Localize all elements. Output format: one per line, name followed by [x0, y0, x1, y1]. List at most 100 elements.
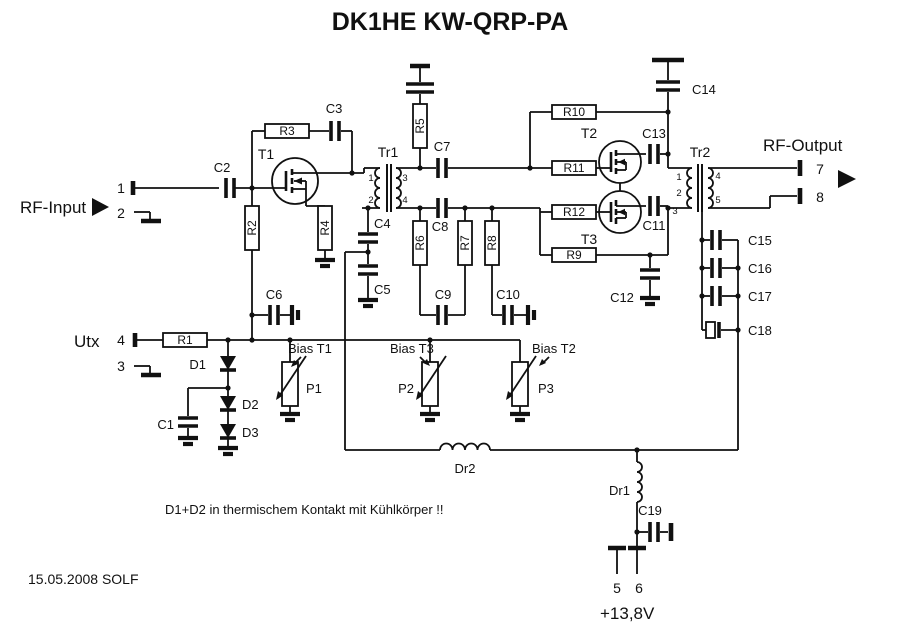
bias-t2-label: Bias T2 — [532, 341, 576, 356]
label-Dr2: Dr2 — [455, 461, 476, 476]
terminal-3-label: 3 — [117, 358, 125, 374]
label-C16: C16 — [748, 261, 772, 276]
potentiometer-P1 — [276, 355, 307, 407]
resistor-R9: R9 — [551, 247, 597, 263]
resistor-R6: R6 — [412, 220, 428, 266]
label-P3: P3 — [538, 381, 554, 396]
terminal-5-label: 5 — [613, 580, 621, 596]
capacitor-C13 — [648, 144, 660, 164]
rf-input-label: RF-Input — [20, 198, 86, 217]
ground-C5 — [358, 297, 378, 309]
potentiometer-P3 — [506, 355, 537, 407]
label-C13: C13 — [642, 126, 666, 141]
label-R10: R10 — [563, 105, 585, 119]
terminal-7-label: 7 — [816, 161, 824, 177]
label-D1: D1 — [189, 357, 206, 372]
capacitor-C8 — [436, 198, 448, 218]
ground-C10 — [525, 305, 537, 325]
label-R4: R4 — [318, 220, 332, 236]
tr1-pin-4: 4 — [402, 195, 407, 206]
capacitors — [178, 57, 722, 542]
label-C15: C15 — [748, 233, 772, 248]
tr1-pin-1: 1 — [368, 173, 373, 184]
resistor-R2: R2 — [244, 205, 260, 251]
label-Dr1: Dr1 — [609, 483, 630, 498]
label-C4: C4 — [374, 216, 391, 231]
resistor-R4: R4 — [317, 205, 333, 251]
tr2-pin-2: 2 — [676, 188, 681, 199]
label-D2: D2 — [242, 397, 259, 412]
label-C2: C2 — [214, 160, 231, 175]
ground-P3 — [510, 411, 530, 423]
resistor-R11: R11 — [551, 160, 597, 176]
date-stamp: 15.05.2008 SOLF — [28, 571, 139, 587]
ground-symbols — [178, 257, 660, 457]
utx-label: Utx — [74, 332, 100, 351]
transistor-internals — [284, 150, 625, 224]
page-title: DK1HE KW-QRP-PA — [332, 8, 569, 36]
resistor-R8: R8 — [484, 220, 500, 266]
label-C12: C12 — [610, 290, 634, 305]
label-C1: C1 — [157, 417, 174, 432]
tr1-pin-3: 3 — [402, 173, 407, 184]
t2-body-arrow-icon — [618, 158, 625, 166]
wire-segments — [134, 60, 797, 574]
label-C14: C14 — [692, 82, 716, 97]
label-T3: T3 — [581, 231, 598, 247]
terminal-6-label: 6 — [635, 580, 643, 596]
diode-D2 — [220, 396, 236, 412]
diode-D3 — [220, 424, 236, 440]
label-T2: T2 — [581, 125, 598, 141]
label-R6: R6 — [413, 235, 427, 251]
bias-t3-label: Bias T3 — [390, 341, 434, 356]
capacitor-C7 — [436, 158, 448, 178]
tr2-pin-1: 1 — [676, 172, 681, 183]
ground-C1 — [178, 435, 198, 447]
label-P2: P2 — [398, 381, 414, 396]
supply-label: +13,8V — [600, 604, 655, 623]
t3-body-arrow-icon — [618, 208, 625, 216]
capacitor-C16 — [710, 258, 722, 278]
label-C7: C7 — [434, 139, 451, 154]
capacitor-C6 — [268, 305, 280, 325]
capacitor-C4 — [358, 232, 378, 244]
label-Tr2: Tr2 — [690, 144, 711, 160]
label-C18: C18 — [748, 323, 772, 338]
terminal-2-label: 2 — [117, 205, 125, 221]
label-C8: C8 — [432, 219, 449, 234]
label-R11: R11 — [563, 161, 584, 175]
transformer-Tr2: 1 2 3 4 5 — [672, 164, 721, 217]
capacitor-C17 — [710, 286, 722, 306]
resistor-R12: R12 — [551, 204, 597, 220]
capacitor-C2 — [224, 178, 236, 198]
label-C3: C3 — [326, 101, 343, 116]
tr2-pin-4: 4 — [715, 171, 720, 182]
label-C5: C5 — [374, 282, 391, 297]
ground-D3 — [218, 445, 238, 457]
capacitor-C5 — [358, 264, 378, 276]
diode-D1 — [220, 356, 236, 372]
capacitor-C9 — [436, 305, 448, 325]
resistor-R1: R1 — [162, 332, 208, 348]
terminal-8-label: 8 — [816, 189, 824, 205]
label-C6: C6 — [266, 287, 283, 302]
label-R12: R12 — [563, 205, 585, 219]
decoupling-cap-symbol — [406, 63, 434, 94]
resistor-R5: R5 — [412, 103, 428, 149]
label-C10: C10 — [496, 287, 520, 302]
label-C9: C9 — [435, 287, 452, 302]
terminal-4-label: 4 — [117, 332, 125, 348]
label-R8: R8 — [485, 235, 499, 251]
terminal-1-label: 1 — [117, 180, 125, 196]
resistor-R7: R7 — [457, 220, 473, 266]
capacitor-C15 — [710, 230, 722, 250]
tr2-pin-3: 3 — [672, 206, 677, 217]
capacitor-C1 — [178, 416, 198, 428]
tr1-secondary-winding — [395, 167, 402, 209]
thermal-note: D1+D2 in thermischem Kontakt mit Kühlkör… — [165, 502, 444, 517]
ground-P2 — [420, 411, 440, 423]
dr2-coil — [439, 442, 491, 451]
tr1-pin-2: 2 — [368, 195, 373, 206]
ground-C6 — [289, 305, 301, 325]
